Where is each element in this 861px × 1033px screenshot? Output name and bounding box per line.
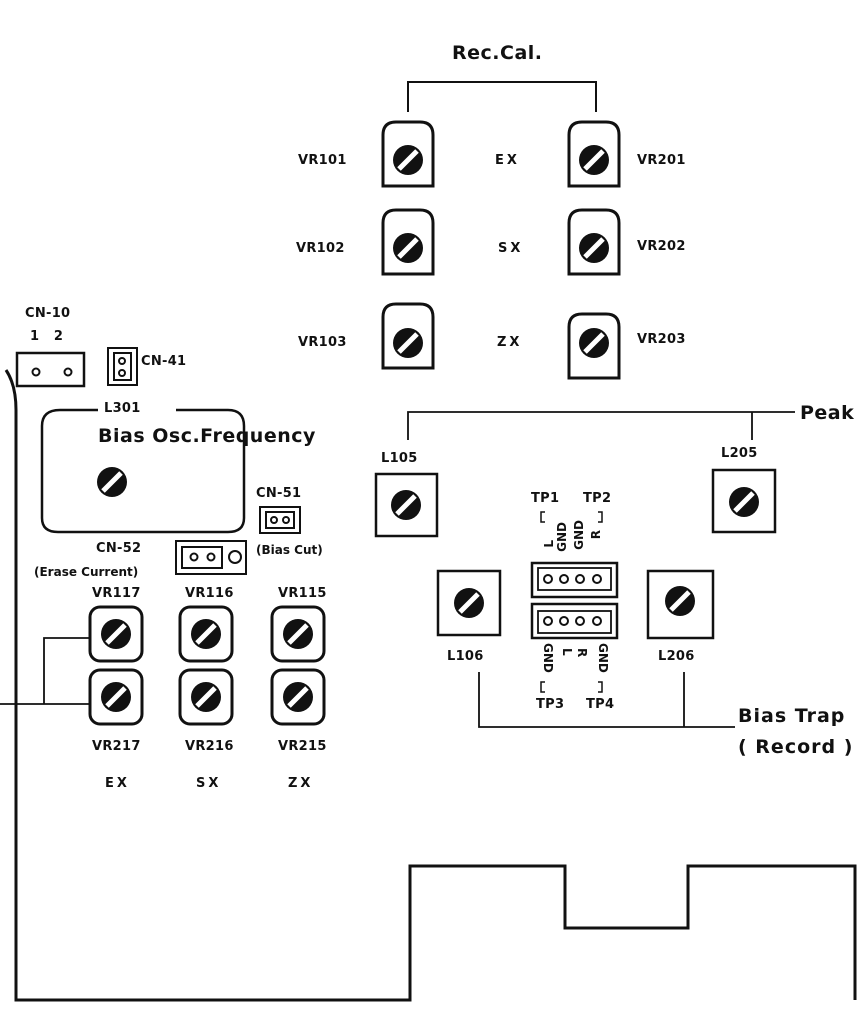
rec-cal-title: Rec.Cal. [452, 42, 543, 64]
label-cn10: CN-10 [25, 306, 71, 321]
cn10-connector [15, 351, 86, 388]
label-mode-sx: SX [196, 776, 222, 791]
pin-lower-2: L [560, 648, 574, 656]
trimmer-vr115[interactable] [270, 605, 326, 663]
trimmer-vr116[interactable] [178, 605, 234, 663]
l301-adjuster[interactable] [97, 467, 127, 497]
label-vr103: VR103 [298, 335, 347, 350]
coil-l206[interactable] [646, 569, 715, 640]
label-mode-ex: EX [105, 776, 130, 791]
label-tp2: TP2 [583, 491, 612, 506]
trimmer-vr216[interactable] [178, 668, 234, 726]
label-vr202: VR202 [637, 239, 686, 254]
label-tp1: TP1 [531, 491, 560, 506]
pin-lower-1: GND [541, 643, 555, 673]
label-sx-row2: SX [498, 241, 524, 256]
label-vr117: VR117 [92, 586, 141, 601]
label-l206: L206 [658, 649, 695, 664]
peak-bracket [407, 411, 795, 440]
ex-bracket [0, 637, 90, 705]
label-bias-osc: Bias Osc.Frequency [98, 425, 316, 447]
cn41-connector [107, 347, 138, 386]
pin-lower-4: GND [596, 643, 610, 673]
label-vr115: VR115 [278, 586, 327, 601]
coil-l106[interactable] [436, 569, 502, 637]
label-tp4: TP4 [586, 697, 615, 712]
pin-upper-4: R [589, 530, 603, 540]
trimmer-vr203[interactable] [567, 312, 621, 380]
coil-l205[interactable] [711, 468, 777, 534]
label-cn10-pins: 1 2 [30, 329, 64, 344]
label-vr101: VR101 [298, 153, 347, 168]
label-vr215: VR215 [278, 739, 327, 754]
label-vr102: VR102 [296, 241, 345, 256]
tp-connector-lower [530, 602, 619, 640]
pin-upper-3: GND [572, 520, 586, 550]
label-bias-cut: (Bias Cut) [256, 543, 323, 557]
label-vr217: VR217 [92, 739, 141, 754]
tp-connector-upper [530, 561, 619, 599]
trimmer-vr117[interactable] [88, 605, 144, 663]
label-vr116: VR116 [185, 586, 234, 601]
trimmer-vr215[interactable] [270, 668, 326, 726]
trimmer-vr201[interactable] [567, 120, 621, 188]
label-l205: L205 [721, 446, 758, 461]
label-vr203: VR203 [637, 332, 686, 347]
trimmer-vr202[interactable] [567, 208, 621, 276]
coil-l105[interactable] [374, 472, 439, 538]
label-cn41: CN-41 [141, 354, 187, 369]
trimmer-vr217[interactable] [88, 668, 144, 726]
label-l301: L301 [104, 401, 141, 416]
label-erase-current: (Erase Current) [34, 565, 139, 579]
label-zx-row3: ZX [497, 335, 523, 350]
label-l106: L106 [447, 649, 484, 664]
label-cn52: CN-52 [96, 541, 142, 556]
label-vr201: VR201 [637, 153, 686, 168]
label-cn51: CN-51 [256, 486, 302, 501]
label-record: ( Record ) [738, 736, 854, 758]
trimmer-vr101[interactable] [381, 120, 435, 188]
label-l105: L105 [381, 451, 418, 466]
label-ex-row1: EX [495, 153, 520, 168]
label-peak: Peak [800, 402, 855, 424]
board-outline [4, 369, 857, 1002]
label-bias-trap: Bias Trap [738, 705, 846, 727]
pin-upper-2: GND [555, 522, 569, 552]
bias-trap-bracket [478, 672, 735, 728]
trimmer-vr103[interactable] [381, 302, 435, 370]
label-mode-zx: ZX [288, 776, 314, 791]
trimmer-vr102[interactable] [381, 208, 435, 276]
label-vr216: VR216 [185, 739, 234, 754]
cn52-connector [175, 540, 247, 575]
rec-cal-bracket [407, 81, 597, 112]
pin-upper-1: L [542, 540, 556, 548]
pin-lower-3: R [575, 648, 589, 658]
label-tp3: TP3 [536, 697, 565, 712]
l301-box [40, 408, 246, 534]
